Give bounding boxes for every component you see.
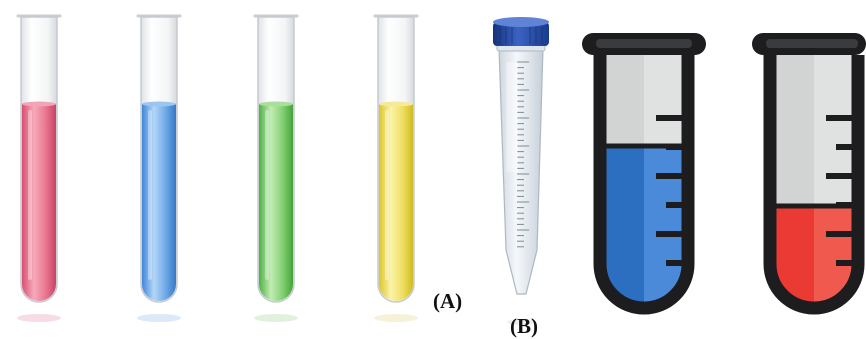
flat-test-tube-red-icon [752,33,866,315]
panel-label-a: (A) [433,289,463,313]
falcon-tube-icon [493,17,549,325]
panel-label-b: (B) [510,314,538,338]
test-tube-pink-icon [16,14,62,322]
flat-test-tube-blue-icon [582,33,706,315]
test-tube-yellow-icon [373,14,419,322]
test-tube-blue-icon [136,14,182,322]
test-tube-green-icon [253,14,299,322]
